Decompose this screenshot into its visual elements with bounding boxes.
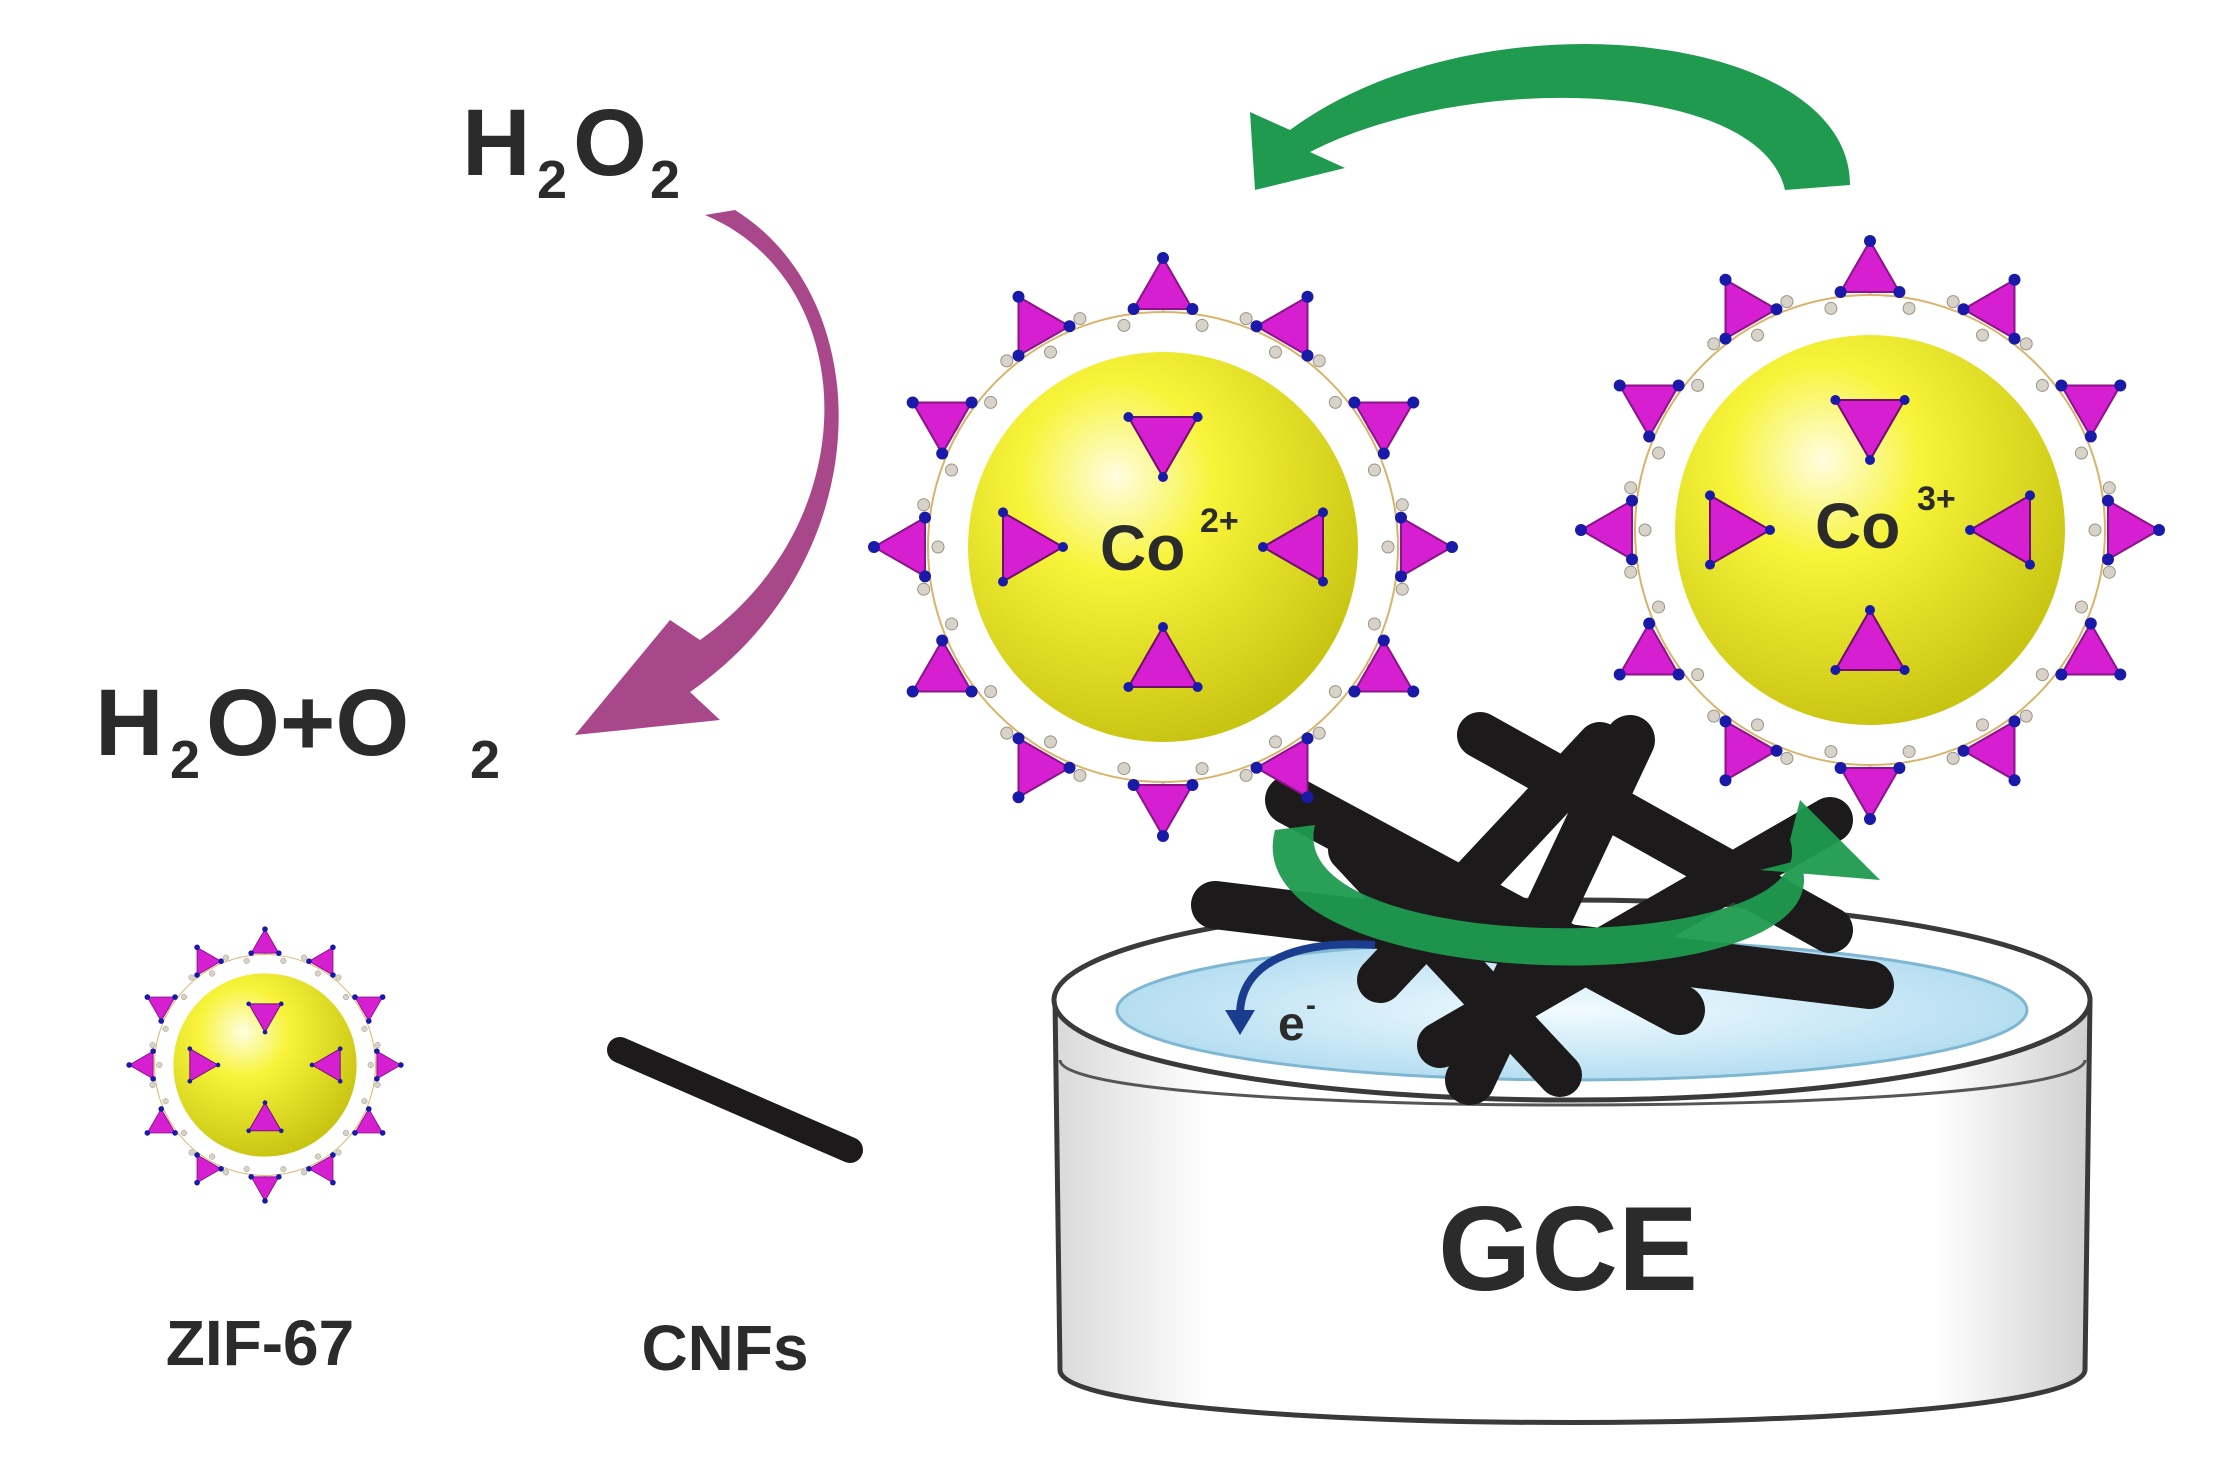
bottom-green-arrow [1272,800,1880,966]
svg-text:2: 2 [470,730,500,790]
co3-label: Co [1815,490,1900,562]
co2-superscript: 2+ [1200,502,1239,540]
legend-zif67-icon [126,926,404,1204]
zif67-particle-co2 [868,252,1458,842]
gce-label: GCE [1438,1182,1698,1316]
top-green-arrow [1250,44,1850,190]
legend-cnf-icon [607,1037,863,1163]
svg-text:H: H [462,90,531,196]
h2o2-label: H 2 O 2 [462,90,680,210]
svg-text:O: O [573,90,647,196]
svg-text:2: 2 [537,150,567,210]
zif67-particle-co3 [1575,235,2165,825]
svg-text:-: - [1306,989,1316,1022]
svg-text:e: e [1278,998,1305,1051]
legend-cnf-label: CNFs [641,1312,808,1384]
electron-transfer: e - [1225,940,1376,1051]
co3-superscript: 3+ [1917,480,1956,518]
legend-zif67-label: ZIF-67 [166,1307,354,1379]
svg-text:2: 2 [650,150,680,210]
co2-label: Co [1100,512,1185,584]
svg-text:2: 2 [170,730,200,790]
svg-text:O+O: O+O [206,670,409,776]
svg-text:H: H [95,670,164,776]
magenta-curved-arrow [575,210,839,735]
h2o-o2-label: H 2 O+O 2 [95,670,500,790]
